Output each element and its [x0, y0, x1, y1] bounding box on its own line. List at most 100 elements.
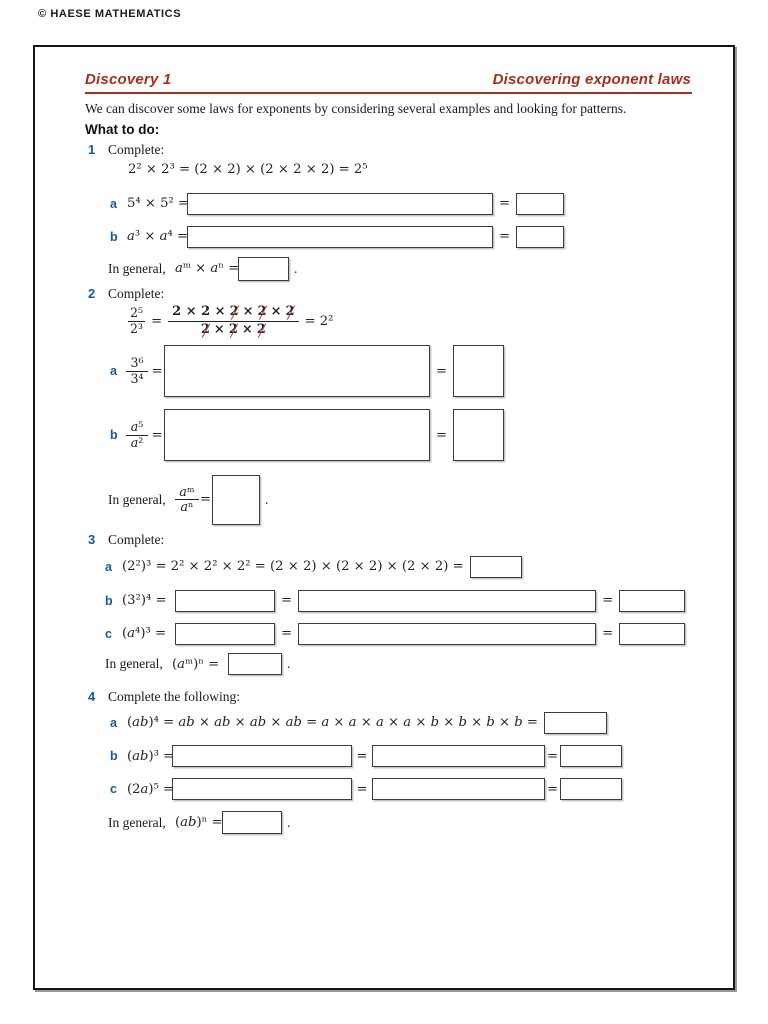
expression: (2²)³ = 2² × 2² × 2² = (2 × 2) × (2 × 2)… [122, 559, 464, 574]
question-1-heading: 1 Complete: [88, 142, 164, 158]
answer-box[interactable] [619, 589, 686, 612]
answer-box[interactable] [516, 192, 565, 215]
answer-box[interactable] [164, 345, 430, 397]
answer-box[interactable] [560, 778, 622, 800]
q1-row-b: b a³ × a⁴ = = [110, 224, 565, 249]
answer-box[interactable] [516, 225, 565, 248]
part-letter: a [105, 559, 112, 574]
q1-example-equation: 2² × 2³ = (2 × 2) × (2 × 2 × 2) = 2⁵ [128, 162, 368, 177]
answer-box[interactable] [175, 589, 275, 612]
question-label: Complete: [108, 142, 165, 157]
cancelled-factor: 2 [229, 303, 239, 319]
expression: (2a)⁵ = [127, 781, 175, 797]
times-sign: × [242, 303, 254, 319]
expression: a³ × a⁴ = [127, 229, 189, 244]
answer-box[interactable] [453, 409, 505, 461]
question-2-heading: 2 Complete: [88, 286, 164, 302]
answer-box[interactable] [175, 622, 275, 645]
period: . [287, 656, 291, 671]
cancelled-factor: 2 [256, 321, 266, 337]
cancelled-factor: 2 [257, 303, 267, 319]
result-expression: = 2² [304, 313, 334, 329]
cancellation-fraction: 2 × 2 × 2 × 2 × 2 2 × 2 × 2 [168, 304, 299, 338]
equals-sign: = [199, 492, 212, 507]
in-general-label: In general, [108, 260, 166, 276]
period: . [287, 814, 291, 830]
q4-row-a: a (ab)⁴ = ab × ab × ab × ab = a × a × a … [110, 710, 607, 735]
copyright-text: © HAESE MATHEMATICS [38, 8, 182, 20]
part-letter: c [105, 626, 112, 641]
cancelled-factor: 2 [200, 321, 210, 337]
equals-sign: = [436, 427, 448, 443]
answer-box[interactable] [212, 474, 260, 525]
plain-factors: 2 × 2 × [172, 303, 226, 319]
answer-box[interactable] [372, 778, 545, 800]
expression: (a⁴)³ = [122, 626, 166, 641]
numerator: 3⁶ [130, 355, 144, 371]
answer-box[interactable] [172, 778, 352, 800]
question-3-heading: 3 Complete: [88, 532, 164, 548]
expression: 5⁴ × 5² = [127, 196, 190, 211]
in-general-label: In general, [105, 656, 163, 671]
times-sign: × [213, 321, 225, 337]
answer-box[interactable] [172, 745, 352, 767]
question-number: 2 [88, 286, 96, 301]
times-sign: × [241, 321, 253, 337]
q3-row-c: c (a⁴)³ = = = [105, 621, 686, 646]
q2-row-b: b a⁵ a² = = [110, 407, 505, 463]
in-general-label: In general, [108, 814, 166, 830]
answer-box[interactable] [228, 653, 282, 675]
discovery-topic-title: Discovering exponent laws [492, 71, 691, 88]
part-letter: b [110, 428, 118, 442]
answer-box[interactable] [453, 345, 505, 397]
equals-sign: = [499, 196, 511, 211]
in-general-label: In general, [108, 491, 166, 507]
answer-box[interactable] [560, 745, 622, 767]
answer-box[interactable] [619, 622, 686, 645]
equals-sign: = [151, 363, 163, 379]
equals-sign: = [546, 781, 559, 797]
period: . [294, 260, 298, 276]
question-4-heading: 4 Complete the following: [88, 689, 240, 705]
general-expression: aᵐ × aⁿ = [175, 261, 240, 276]
expression: (ab)³ = [127, 748, 175, 764]
answer-box[interactable] [372, 745, 545, 767]
question-number: 3 [88, 532, 96, 547]
answer-box[interactable] [469, 555, 522, 578]
general-expression: (aᵐ)ⁿ = [172, 656, 220, 672]
answer-box[interactable] [298, 589, 597, 612]
answer-box[interactable] [187, 192, 493, 215]
q1-row-a: a 5⁴ × 5² = = [110, 191, 565, 216]
q2-example-equation: 2⁵ 2³ = 2 × 2 × 2 × 2 × 2 2 × 2 × 2 = 2² [128, 300, 333, 342]
question-label: Complete the following: [108, 689, 240, 704]
q3-row-a: a (2²)³ = 2² × 2² × 2² = (2 × 2) × (2 × … [105, 554, 522, 579]
times-sign: × [270, 303, 282, 319]
q2-general-row: In general, aᵐ aⁿ = . [108, 472, 268, 527]
general-expression: (ab)ⁿ = [175, 815, 223, 830]
fraction: 3⁶ 3⁴ [126, 356, 148, 385]
equals-sign: = [151, 427, 163, 443]
answer-box[interactable] [543, 711, 607, 734]
answer-box[interactable] [238, 256, 289, 281]
cancelled-factor: 2 [285, 303, 295, 319]
part-letter: a [110, 196, 117, 211]
part-letter: b [105, 593, 113, 608]
numerator: aᵐ [179, 483, 195, 499]
numerator: 2 × 2 × 2 × 2 × 2 [168, 304, 298, 321]
cancelled-factor: 2 [228, 321, 238, 337]
part-letter: a [110, 364, 117, 378]
equals-sign: = [151, 313, 163, 329]
q1-general-row: In general, aᵐ × aⁿ = . [108, 255, 297, 282]
answer-box[interactable] [222, 811, 282, 834]
equals-sign: = [602, 593, 614, 608]
question-label: Complete: [108, 286, 165, 301]
answer-box[interactable] [298, 622, 597, 645]
q2-row-a: a 3⁶ 3⁴ = = [110, 343, 505, 399]
denominator: a² [126, 434, 148, 450]
fraction: aᵐ aⁿ [175, 483, 199, 514]
answer-box[interactable] [187, 225, 493, 248]
fraction: a⁵ a² [126, 420, 148, 449]
denominator: aⁿ [175, 499, 199, 514]
answer-box[interactable] [164, 409, 430, 461]
page-border-frame [33, 45, 735, 990]
